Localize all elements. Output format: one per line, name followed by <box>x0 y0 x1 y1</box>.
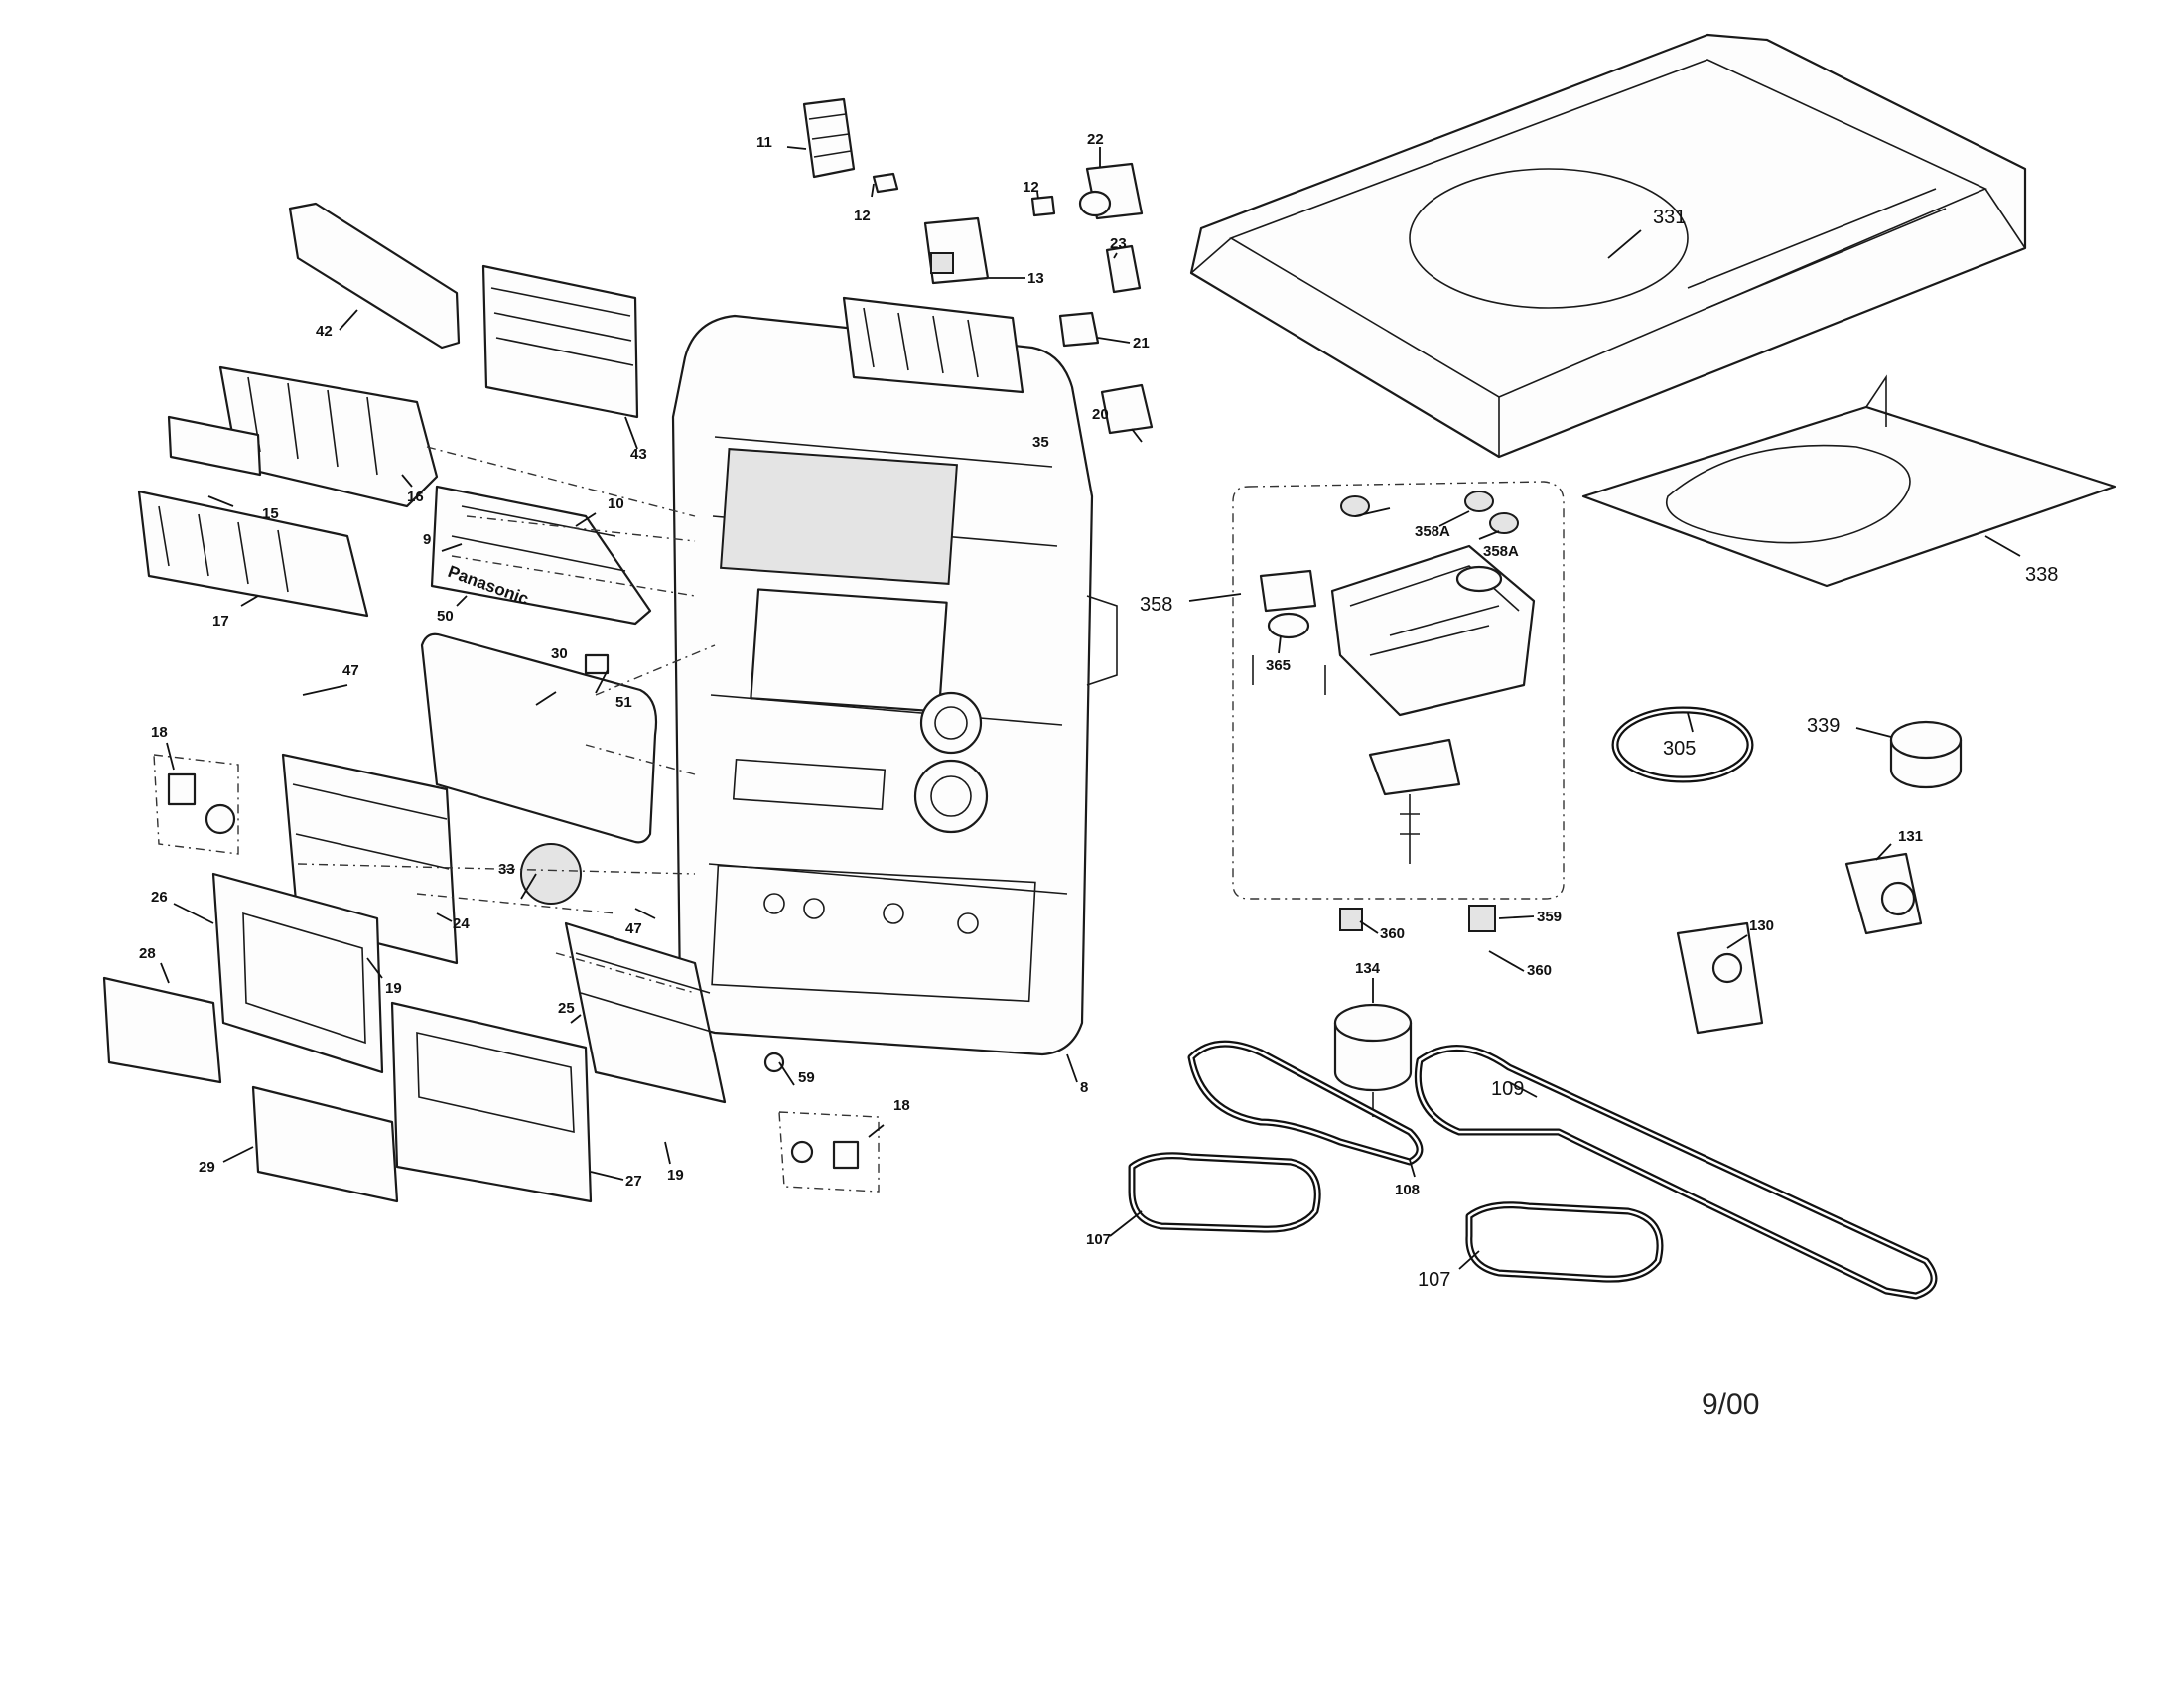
callout-107-right: 107 <box>1418 1269 1450 1291</box>
callout-358a-right: 358A <box>1483 543 1519 560</box>
callout-24: 24 <box>453 915 470 932</box>
assembly-guide-lines <box>297 446 716 994</box>
callout-27: 27 <box>625 1173 642 1190</box>
callout-358: 358 <box>1140 594 1172 616</box>
callout-360-left: 360 <box>1380 925 1405 942</box>
callout-9: 9 <box>423 531 431 548</box>
callout-339: 339 <box>1807 715 1840 737</box>
callout-labels: 11 12 12 22 13 23 21 20 35 331 42 43 15 … <box>139 131 2058 1291</box>
part-right-lower-components <box>1333 706 1963 1117</box>
callout-30: 30 <box>551 645 568 662</box>
callout-21: 21 <box>1133 335 1150 351</box>
callout-50: 50 <box>437 608 454 625</box>
callout-360-right: 360 <box>1527 962 1552 979</box>
callout-26: 26 <box>151 889 168 906</box>
callout-305: 305 <box>1663 738 1696 760</box>
revision-date-code: 9/00 <box>1702 1388 1760 1421</box>
callout-15: 15 <box>262 505 279 522</box>
callout-17: 17 <box>212 613 229 630</box>
callout-331: 331 <box>1653 207 1686 228</box>
callout-42: 42 <box>316 323 333 340</box>
callout-134: 134 <box>1355 960 1381 977</box>
callout-131: 131 <box>1898 828 1923 845</box>
callout-33: 33 <box>498 861 515 878</box>
callout-47-upper: 47 <box>342 662 359 679</box>
callout-130: 130 <box>1749 917 1774 934</box>
callout-12-upper: 12 <box>1023 179 1039 196</box>
callout-358a-left: 358A <box>1415 523 1450 540</box>
callout-29: 29 <box>199 1159 215 1176</box>
part-left-lower-assemblies <box>102 632 880 1203</box>
callout-35: 35 <box>1032 434 1049 451</box>
callout-18-right: 18 <box>893 1097 910 1114</box>
callout-109: 109 <box>1491 1078 1524 1100</box>
callout-359: 359 <box>1537 909 1562 925</box>
callout-19-upper: 19 <box>385 980 402 997</box>
callout-8: 8 <box>1080 1079 1088 1096</box>
callout-12-lower: 12 <box>854 208 871 224</box>
part-cd-mechanism <box>1232 481 1565 932</box>
callout-leader-lines <box>160 146 2021 1270</box>
part-front-cabinet <box>671 296 1118 1056</box>
callout-13: 13 <box>1027 270 1044 287</box>
callout-365: 365 <box>1266 657 1291 674</box>
callout-43: 43 <box>630 446 647 463</box>
callout-18-left: 18 <box>151 724 168 741</box>
callout-47-lower: 47 <box>625 920 642 937</box>
callout-51: 51 <box>615 694 632 711</box>
callout-108: 108 <box>1395 1182 1420 1198</box>
callout-28: 28 <box>139 945 156 962</box>
callout-338: 338 <box>2025 564 2058 586</box>
callout-19-lower: 19 <box>667 1167 684 1184</box>
callout-20: 20 <box>1092 406 1109 423</box>
callout-23: 23 <box>1110 235 1127 252</box>
callout-16: 16 <box>407 489 424 505</box>
callout-59: 59 <box>798 1069 815 1086</box>
callout-11: 11 <box>756 134 772 151</box>
part-tray-cover <box>1581 374 2116 588</box>
part-cd-tray <box>1189 33 2027 459</box>
callout-10: 10 <box>608 495 624 512</box>
part-left-upper-assemblies: Panasonic <box>137 202 652 626</box>
callout-22: 22 <box>1087 131 1104 148</box>
callout-25: 25 <box>558 1000 575 1017</box>
callout-107-left: 107 <box>1086 1231 1111 1248</box>
part-drive-belts <box>1128 1040 1938 1300</box>
